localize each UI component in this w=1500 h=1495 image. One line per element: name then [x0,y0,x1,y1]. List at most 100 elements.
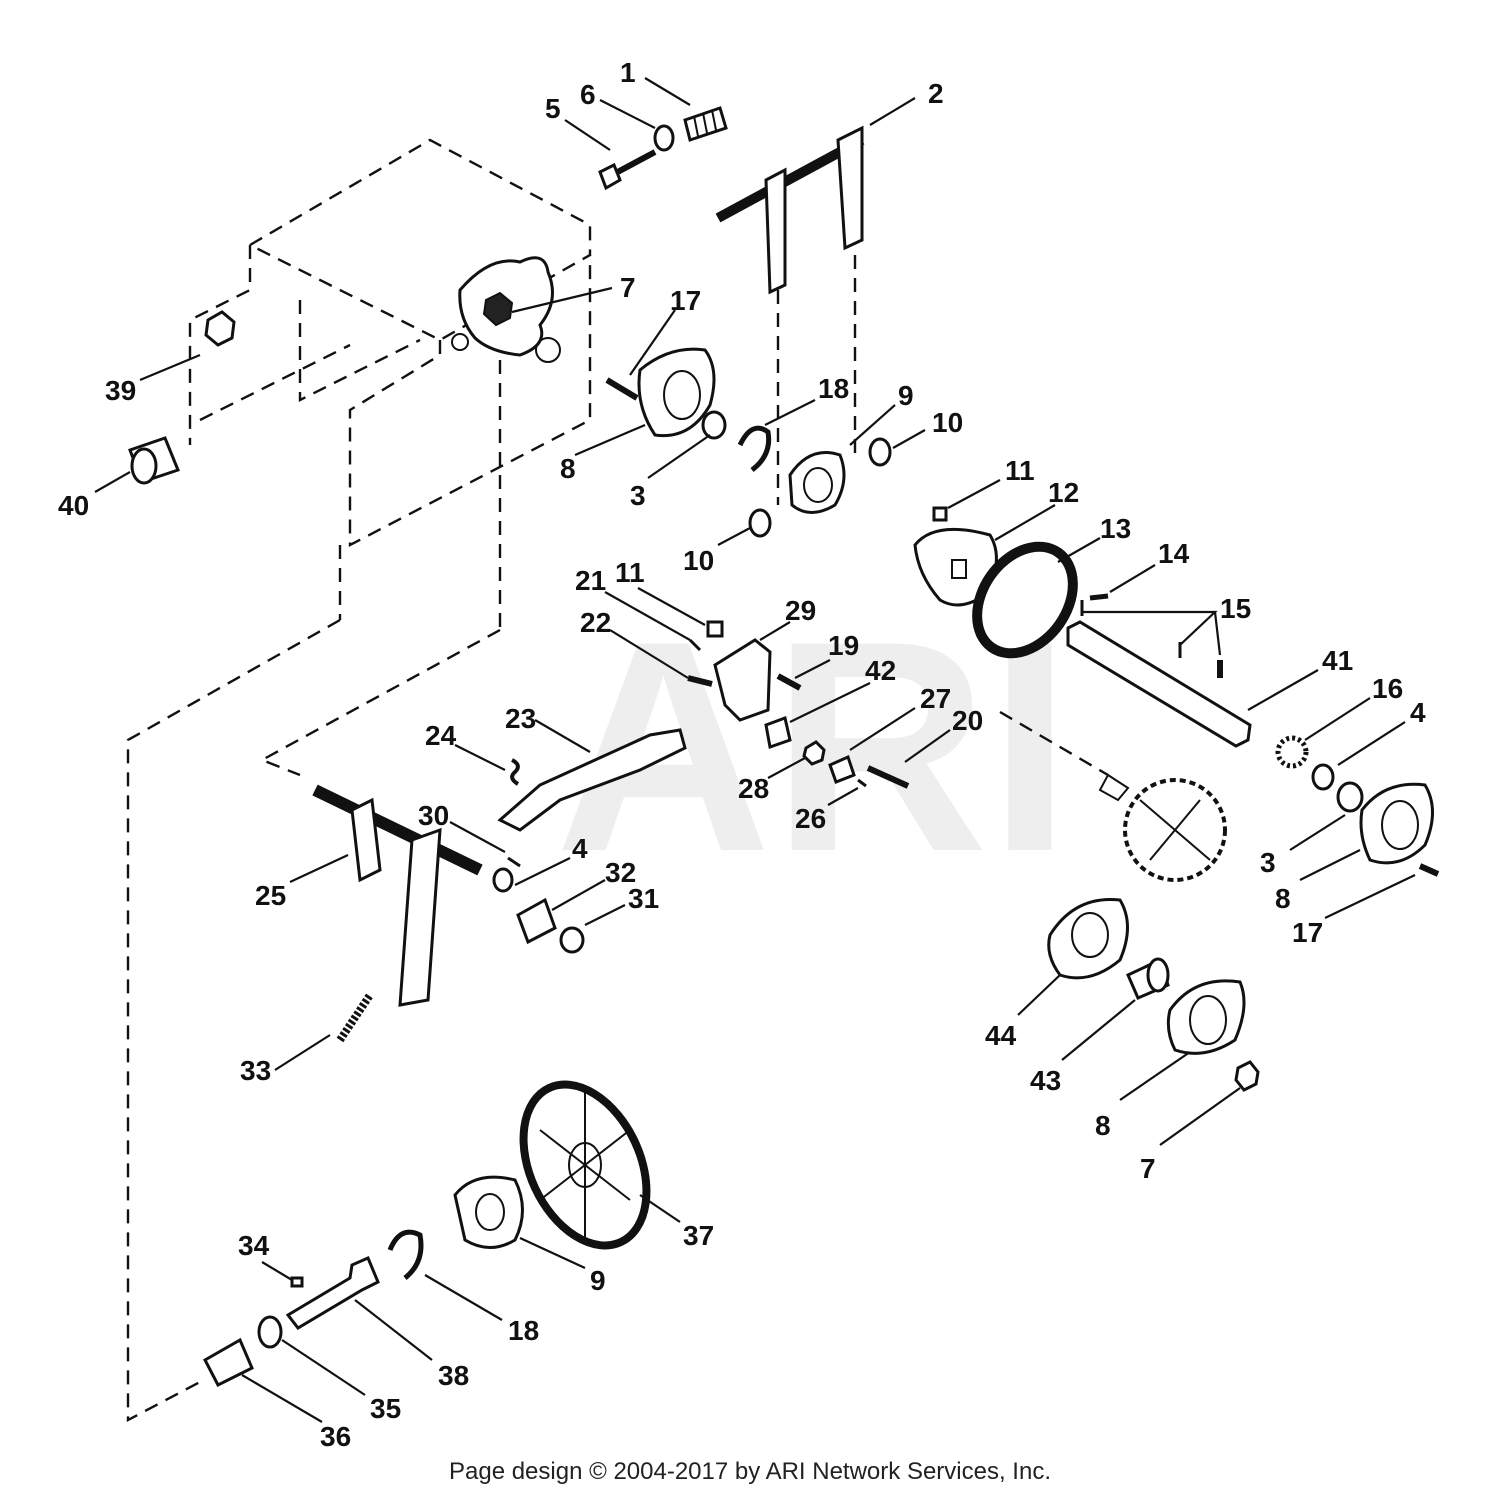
callout-7b: 7 [1140,1153,1156,1184]
callout-19: 19 [828,630,859,661]
bushing-part-32 [516,897,557,945]
lever-part-23 [497,728,687,832]
nut-part-7b [1234,1060,1260,1092]
callout-15: 15 [1220,593,1251,624]
callout-2: 2 [928,78,944,109]
screw-part-14 [1089,593,1109,601]
callout-27: 27 [920,683,951,714]
bearing-housing-part-9b [453,1175,524,1249]
callout-17: 17 [670,285,701,316]
bushing-part-36 [203,1337,254,1388]
bearing-part-43 [1126,957,1170,1000]
spacer-part-42 [764,716,792,749]
bolt-part-5 [598,149,657,191]
callout-3: 3 [630,480,646,511]
callout-39: 39 [105,375,136,406]
ferrule-part-27 [828,754,856,784]
callout-3b: 3 [1260,847,1276,878]
washer-part-35 [257,1315,283,1349]
leader-lines [94,77,1416,1423]
assembly-lines [126,255,1109,1422]
bracket-part-29 [713,638,772,722]
washer-part-10b [748,508,772,538]
shaft-part-38 [285,1256,380,1330]
callout-23: 23 [505,703,536,734]
callout-32: 32 [605,857,636,888]
shift-fork-part-2 [715,125,865,295]
nut-part-28 [802,740,826,766]
spring-part-24 [510,758,520,786]
bearing-housing-part-9 [788,451,846,514]
callout-26: 26 [795,803,826,834]
bolt-part-22 [687,675,713,687]
callout-8b: 8 [1275,883,1291,914]
callout-11: 11 [1005,455,1035,486]
cap-part-31 [559,926,585,954]
retaining-ring-part-18b [387,1229,424,1280]
callout-18b: 18 [508,1315,539,1346]
callout-4b: 4 [572,833,588,864]
bearing-part-3b [1336,781,1364,813]
callout-24: 24 [425,720,457,751]
callout-44: 44 [985,1020,1017,1051]
callout-7: 7 [620,272,636,303]
bolt-part-17b [1418,863,1440,877]
washer-part-4a [1311,763,1335,791]
callout-41: 41 [1322,645,1353,676]
flange-part-8c [1166,979,1246,1055]
callouts: 1 2 6 5 7 39 40 17 18 9 10 8 3 10 11 12 … [58,57,1426,1452]
callout-14: 14 [1158,538,1190,569]
callout-37: 37 [683,1220,714,1251]
flange-part-8b [1359,782,1434,865]
callout-16: 16 [1372,673,1403,704]
housing-outline [188,138,592,630]
sprocket-part-16 [1275,735,1309,769]
friction-wheel [1098,773,1227,882]
washer-part-6 [653,124,675,152]
callout-13: 13 [1100,513,1131,544]
flange-part-8 [637,347,716,438]
callout-10: 10 [932,407,963,438]
nut-part-39 [204,310,236,347]
washer-part-4b [492,867,514,893]
callout-9b: 9 [590,1265,606,1296]
bushing-part-40 [128,436,180,485]
bolt-part-19 [776,673,802,691]
callout-10b: 10 [683,545,714,576]
callout-43: 43 [1030,1065,1061,1096]
nut-part-7 [482,291,514,327]
callout-38: 38 [438,1360,469,1391]
spring-part-33 [336,992,374,1043]
nut-part-11a [932,506,948,522]
callout-30: 30 [418,800,449,831]
callout-11b: 11 [615,557,645,588]
washer-part-10a [868,437,892,467]
callout-35: 35 [370,1393,401,1424]
callout-33: 33 [240,1055,271,1086]
callout-22: 22 [580,607,611,638]
callout-17b: 17 [1292,917,1323,948]
nut-part-11b [706,620,724,638]
bearing-part-3 [701,410,727,440]
pulley-part-37 [519,1080,651,1250]
callout-21: 21 [575,565,606,596]
hex-shaft-part-41 [1066,620,1252,748]
pin-part-30 [507,856,521,868]
callout-6: 6 [580,79,596,110]
callout-1: 1 [620,57,636,88]
callout-20: 20 [952,705,983,736]
callout-42: 42 [865,655,896,686]
cotter-pin-part-21 [688,638,702,652]
callout-34: 34 [238,1230,270,1261]
key-part-34 [290,1276,304,1288]
bolt-part-17 [605,377,639,401]
callout-29: 29 [785,595,816,626]
spring-part-1 [683,106,728,142]
retaining-ring-part-18 [737,425,772,472]
callout-25: 25 [255,880,286,911]
callout-36: 36 [320,1421,351,1452]
callout-12: 12 [1048,477,1079,508]
shaft-assembly-part-25 [312,784,483,1007]
callout-18: 18 [818,373,849,404]
